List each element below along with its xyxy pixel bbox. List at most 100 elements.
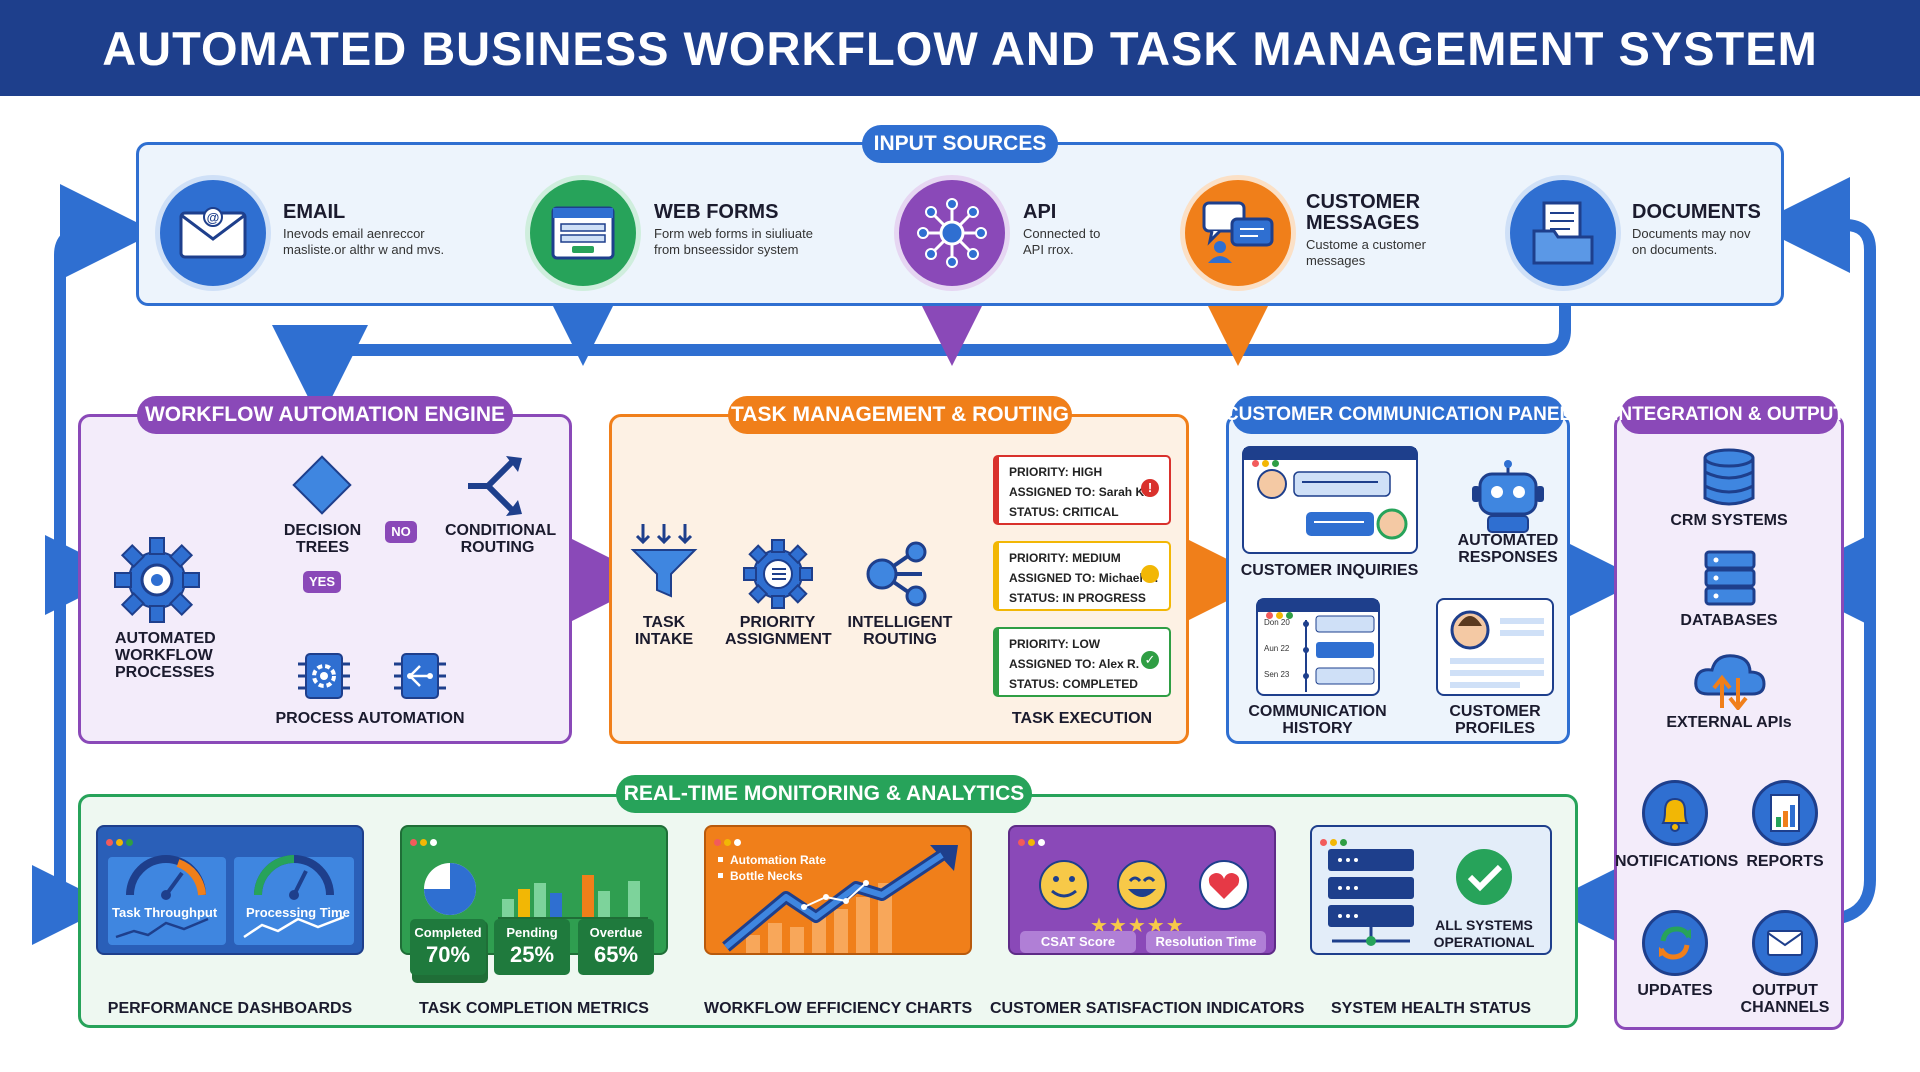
- chip-network-icon: [394, 653, 446, 699]
- window-controls: [714, 833, 744, 851]
- smiley-faces-icon: [1039, 860, 1249, 910]
- customer-messages-desc-1: Custome a customer: [1306, 237, 1426, 252]
- performance-dashboard-card[interactable]: Task Throughput Processing Time: [96, 825, 364, 955]
- chat-thread-icon: [1257, 469, 1408, 540]
- completed-box: Completed 70%: [410, 919, 486, 975]
- monitoring-title: REAL-TIME MONITORING & ANALYTICS: [616, 775, 1032, 813]
- web-forms-desc-2: from bnseessidor system: [654, 242, 799, 257]
- split-routing-icon: [468, 456, 522, 516]
- robot-icon: [1472, 460, 1544, 533]
- documents-desc-2: on documents.: [1632, 242, 1718, 257]
- updates-label: UPDATES: [1637, 982, 1713, 999]
- conditional-routing-label-2: ROUTING: [460, 539, 535, 556]
- yes-badge: YES: [303, 571, 341, 593]
- reports-output[interactable]: [1752, 780, 1818, 846]
- task-low-assigned: ASSIGNED TO: Alex R.: [1009, 657, 1140, 671]
- api-source[interactable]: [894, 175, 1010, 291]
- customer-satisfaction-label: CUSTOMER SATISFACTION INDICATORS: [990, 1000, 1305, 1017]
- task-high-status: STATUS: CRITICAL: [1009, 505, 1119, 519]
- workflow-efficiency-card[interactable]: Automation Rate Bottle Necks: [704, 825, 972, 955]
- automated-responses-label-2: RESPONSES: [1458, 549, 1558, 566]
- task-intake-label-1: TASK: [642, 614, 686, 631]
- automated-workflow-label-3: PROCESSES: [115, 664, 215, 681]
- task-medium-status: STATUS: IN PROGRESS: [1009, 591, 1146, 605]
- server-rack-icon: [1328, 849, 1512, 946]
- task-intake-label-2: INTAKE: [634, 631, 694, 648]
- priority-gear-icon: [743, 539, 813, 609]
- email-source[interactable]: @: [155, 175, 271, 291]
- communication-history-window[interactable]: Don 20 Aun 22 Sen 23: [1256, 598, 1380, 696]
- overdue-box: Overdue 65%: [578, 919, 654, 975]
- cloud-api-icon: [1694, 654, 1766, 710]
- health-status-1: ALL SYSTEMS: [1435, 917, 1533, 933]
- gauge-icon: [115, 855, 345, 939]
- completed-label: Completed: [414, 925, 482, 940]
- web-forms-source[interactable]: [525, 175, 641, 291]
- history-date-1: Don 20: [1264, 618, 1290, 627]
- in-progress-dot-icon: [1141, 565, 1159, 583]
- pie-and-bars-icon: [424, 863, 648, 919]
- customer-messages-source[interactable]: [1180, 175, 1296, 291]
- bell-icon: [1661, 797, 1689, 832]
- notifications-output[interactable]: [1642, 780, 1708, 846]
- task-card-low[interactable]: PRIORITY: LOW ASSIGNED TO: Alex R. STATU…: [993, 627, 1171, 697]
- integration-title: INTEGRATION & OUTPUT: [1613, 396, 1845, 434]
- refresh-icon: [1658, 926, 1692, 960]
- funnel-icon: [630, 524, 698, 598]
- system-health-card[interactable]: ALL SYSTEMS OPERATIONAL: [1310, 825, 1552, 955]
- workflow-efficiency-label: WORKFLOW EFFICIENCY CHARTS: [704, 1000, 973, 1017]
- web-forms-desc-1: Form web forms in siuliuate: [654, 226, 813, 241]
- decision-trees-label-2: TREES: [295, 539, 350, 556]
- task-low-priority: PRIORITY: LOW: [1009, 637, 1101, 651]
- pending-label: Pending: [506, 925, 558, 940]
- history-date-3: Sen 23: [1264, 670, 1290, 679]
- report-chart-icon: [1770, 794, 1800, 832]
- window-controls: [1252, 454, 1282, 472]
- task-medium-assigned: ASSIGNED TO: Michael B.: [1009, 571, 1159, 585]
- task-execution-label: TASK EXECUTION: [1011, 710, 1153, 727]
- reports-label: REPORTS: [1746, 853, 1824, 870]
- web-form-icon: [551, 206, 615, 260]
- page-header: AUTOMATED BUSINESS WORKFLOW AND TASK MAN…: [0, 0, 1920, 96]
- documents-source[interactable]: [1505, 175, 1621, 291]
- processing-time-label: Processing Time: [246, 905, 350, 920]
- overdue-label: Overdue: [589, 925, 643, 940]
- conditional-routing-label-1: CONDITIONAL: [445, 522, 557, 539]
- process-automation-label: PROCESS AUTOMATION: [275, 710, 465, 727]
- output-channels-label-1: OUTPUT: [1752, 982, 1818, 999]
- output-channels-output[interactable]: [1752, 910, 1818, 976]
- csat-score-chip: CSAT Score: [1020, 931, 1136, 953]
- workflow-engine-title: WORKFLOW AUTOMATION ENGINE: [137, 396, 513, 434]
- overdue-value: 65%: [593, 942, 639, 967]
- history-date-2: Aun 22: [1264, 644, 1290, 653]
- crm-systems-label: CRM SYSTEMS: [1670, 512, 1788, 529]
- no-badge: NO: [385, 521, 417, 543]
- priority-assignment-label-2: ASSIGNMENT: [725, 631, 832, 648]
- health-status-2: OPERATIONAL: [1433, 934, 1535, 950]
- envelope-icon: [1767, 930, 1803, 956]
- trend-up-chart-icon: [718, 845, 958, 953]
- bottle-necks-legend: Bottle Necks: [730, 869, 803, 883]
- window-controls: [1018, 833, 1048, 851]
- task-medium-priority: PRIORITY: MEDIUM: [1009, 551, 1121, 565]
- updates-output[interactable]: [1642, 910, 1708, 976]
- window-controls: [1266, 606, 1296, 624]
- customer-inquiries-label: CUSTOMER INQUIRIES: [1240, 562, 1419, 579]
- page-title: AUTOMATED BUSINESS WORKFLOW AND TASK MAN…: [102, 21, 1818, 75]
- intelligent-routing-label-1: INTELLIGENT: [847, 614, 953, 631]
- web-forms-title: WEB FORMS: [654, 201, 779, 223]
- customer-profiles-label-1: CUSTOMER: [1449, 703, 1541, 720]
- throughput-gauge-tile: [108, 857, 226, 945]
- databases-label: DATABASES: [1680, 612, 1778, 629]
- window-controls: [1320, 833, 1350, 851]
- customer-satisfaction-card[interactable]: ★★★★★ CSAT Score Resolution Time: [1008, 825, 1276, 955]
- customer-profiles-card[interactable]: [1436, 598, 1554, 696]
- input-sources-title: INPUT SOURCES: [862, 125, 1058, 163]
- automated-workflow-label-2: WORKFLOW: [115, 647, 213, 664]
- customer-inquiries-window[interactable]: [1242, 446, 1418, 554]
- task-card-high[interactable]: PRIORITY: HIGH ASSIGNED TO: Sarah K. STA…: [993, 455, 1171, 525]
- profile-card-icon: [1450, 610, 1544, 688]
- task-high-priority: PRIORITY: HIGH: [1009, 465, 1103, 479]
- task-card-medium[interactable]: PRIORITY: MEDIUM ASSIGNED TO: Michael B.…: [993, 541, 1171, 611]
- share-network-icon: [866, 541, 927, 607]
